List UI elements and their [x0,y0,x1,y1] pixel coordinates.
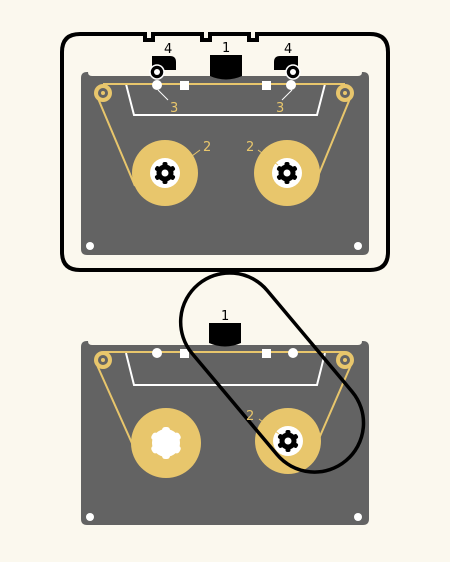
leader-lines [157,89,293,101]
top-cassette-diagram: 1 4 4 3 3 2 2 [60,32,390,272]
screw-hole-bottom-right [354,242,362,250]
guide-hole-right [286,80,296,90]
window-outline-bottom [125,352,326,386]
screw-hole-bottom-right-2 [354,513,362,521]
reel-right-bottom [255,408,321,474]
pinch-roller-left [149,56,176,80]
label-reel-right-bottom: 2 [246,409,254,424]
window-square-right [262,81,271,90]
label-roller-left: 4 [164,42,172,57]
player-outline [60,32,390,272]
screw-hole-bottom-left [86,242,94,250]
label-reel-right: 2 [246,140,254,155]
reel-leader-lines [179,149,279,166]
label-reel-left: 2 [203,140,211,155]
highlight-capsule [178,271,366,474]
label-roller-right: 4 [284,42,292,57]
reel-leader-line-bottom [258,418,280,435]
label-guide-left: 3 [170,101,178,116]
window-square-left [180,81,189,90]
tape-path [96,83,352,187]
window-outline [125,83,326,116]
tape-head [210,55,242,80]
guide-hole-left-bottom [152,348,162,358]
guide-hole-left [152,80,162,90]
corner-roller-left [94,84,112,102]
pinch-roller-right [274,56,301,80]
window-square-right-bottom [262,349,271,358]
corner-roller-right [336,84,354,102]
reel-left [132,140,198,206]
tape-head-bottom [209,323,241,347]
guide-hole-right-bottom [288,348,298,358]
screw-hole-bottom-left-2 [86,513,94,521]
label-head: 1 [222,41,230,56]
reel-left-bottom [131,408,201,478]
label-guide-right: 3 [276,101,284,116]
bottom-cassette-diagram: 1 2 [81,271,369,525]
label-head-bottom: 1 [221,309,229,324]
cassette-body-bottom [81,341,369,525]
reel-right [254,140,320,206]
window-square-left-bottom [180,349,189,358]
corner-roller-left-bottom [94,351,112,369]
cassette-body [81,72,369,255]
corner-roller-right-bottom [336,351,354,369]
